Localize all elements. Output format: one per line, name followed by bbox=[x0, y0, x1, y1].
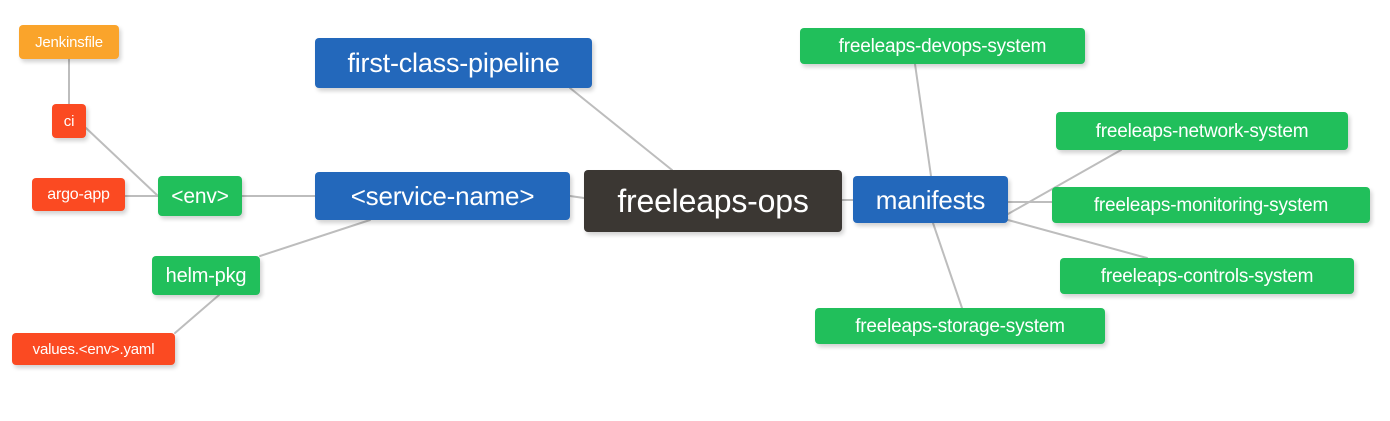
edge-helm-pkg-to-service-name bbox=[259, 219, 371, 257]
node-helm-pkg[interactable]: helm-pkg bbox=[152, 256, 260, 295]
node-ci[interactable]: ci bbox=[52, 104, 86, 138]
edge-manifests-to-freeleaps-controls-system bbox=[1007, 219, 1148, 259]
node-label-first-class-pipeline: first-class-pipeline bbox=[347, 47, 560, 78]
node-label-freeleaps-devops-system: freeleaps-devops-system bbox=[838, 35, 1047, 57]
node-label-manifests: manifests bbox=[875, 184, 986, 215]
node-freeleaps-storage-system[interactable]: freeleaps-storage-system bbox=[815, 308, 1105, 344]
edge-values-yaml-to-helm-pkg bbox=[174, 294, 220, 334]
node-freeleaps-network-system[interactable]: freeleaps-network-system bbox=[1056, 112, 1348, 150]
node-label-env: <env> bbox=[171, 184, 229, 208]
node-label-freeleaps-monitoring-system: freeleaps-monitoring-system bbox=[1093, 194, 1329, 216]
node-label-ci: ci bbox=[63, 112, 75, 130]
node-label-values-yaml: values.<env>.yaml bbox=[32, 340, 155, 358]
node-env[interactable]: <env> bbox=[158, 176, 242, 216]
node-argo-app[interactable]: argo-app bbox=[32, 178, 125, 211]
edge-first-class-pipeline-to-freeleaps-ops bbox=[569, 87, 673, 171]
node-jenkinsfile[interactable]: Jenkinsfile bbox=[19, 25, 119, 59]
node-manifests[interactable]: manifests bbox=[853, 176, 1008, 223]
node-freeleaps-ops[interactable]: freeleaps-ops bbox=[584, 170, 842, 232]
node-freeleaps-controls-system[interactable]: freeleaps-controls-system bbox=[1060, 258, 1354, 294]
node-freeleaps-devops-system[interactable]: freeleaps-devops-system bbox=[800, 28, 1085, 64]
node-label-service-name: <service-name> bbox=[350, 181, 535, 211]
node-first-class-pipeline[interactable]: first-class-pipeline bbox=[315, 38, 592, 88]
node-freeleaps-monitoring-system[interactable]: freeleaps-monitoring-system bbox=[1052, 187, 1370, 223]
edge-manifests-to-freeleaps-storage-system bbox=[932, 222, 963, 309]
edge-service-name-to-freeleaps-ops bbox=[569, 195, 585, 199]
node-label-freeleaps-controls-system: freeleaps-controls-system bbox=[1100, 265, 1314, 287]
node-label-freeleaps-storage-system: freeleaps-storage-system bbox=[855, 315, 1065, 337]
node-label-helm-pkg: helm-pkg bbox=[165, 264, 247, 287]
edge-manifests-to-freeleaps-devops-system bbox=[914, 63, 932, 177]
node-label-freeleaps-network-system: freeleaps-network-system bbox=[1095, 120, 1309, 142]
node-service-name[interactable]: <service-name> bbox=[315, 172, 570, 220]
node-values-yaml[interactable]: values.<env>.yaml bbox=[12, 333, 175, 365]
node-label-argo-app: argo-app bbox=[47, 185, 110, 203]
node-label-freeleaps-ops: freeleaps-ops bbox=[617, 183, 809, 219]
node-label-jenkinsfile: Jenkinsfile bbox=[35, 33, 103, 51]
